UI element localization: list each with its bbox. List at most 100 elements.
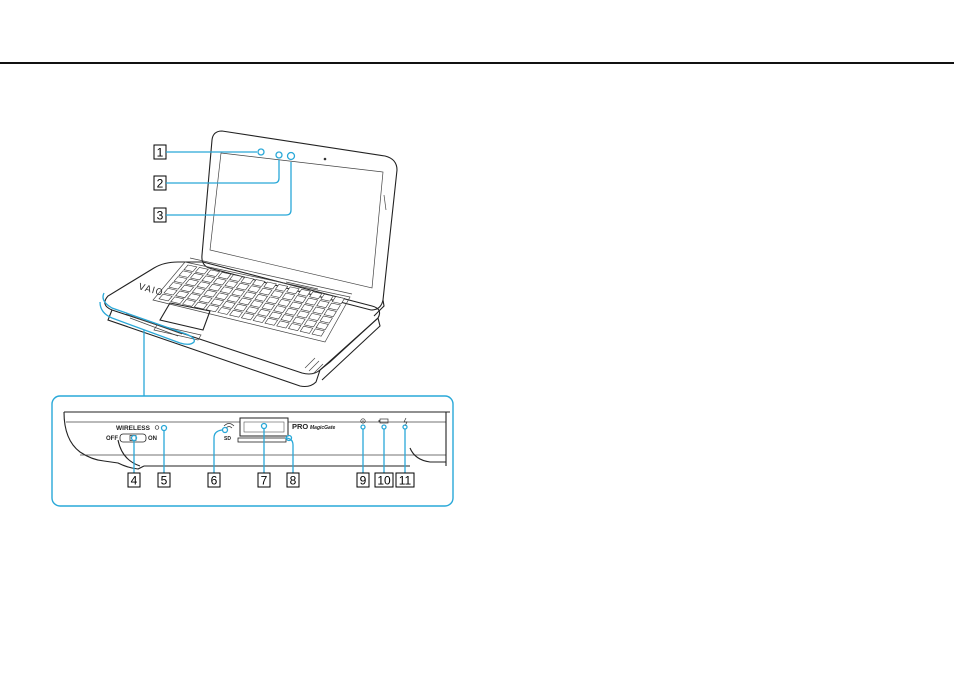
- keyboard-key: [271, 291, 283, 298]
- keyboard-key: [265, 318, 278, 325]
- keyboard-key: [288, 324, 301, 331]
- svg-text:11: 11: [399, 474, 412, 488]
- keyboard-key: [316, 322, 328, 329]
- keyboard-key: [223, 301, 236, 308]
- keyboard-key: [320, 316, 332, 323]
- svg-text:2: 2: [157, 177, 164, 191]
- keyboard-key: [184, 265, 197, 272]
- keyboard-key: [258, 309, 271, 316]
- keyboard-key: [241, 313, 254, 320]
- keyboard-key: [274, 306, 287, 313]
- keyboard-key: [259, 288, 272, 295]
- keyboard-key: [209, 284, 222, 291]
- keyboard-key: [213, 278, 226, 285]
- keyboard-key: [281, 315, 294, 322]
- keyboard-key: [164, 288, 177, 295]
- keyboard-key: [186, 279, 199, 286]
- callout-3: 3: [154, 153, 295, 223]
- svg-text:4: 4: [131, 474, 138, 488]
- keyboard-key: [190, 273, 203, 280]
- vaio-logo: VAIO: [137, 282, 164, 299]
- svg-text:10: 10: [377, 474, 391, 488]
- keyboard-key: [176, 291, 189, 298]
- keyboard-key: [207, 270, 220, 277]
- svg-text:9: 9: [360, 474, 367, 488]
- keyboard-key: [239, 298, 252, 305]
- keyboard-key: [241, 277, 254, 284]
- keyboard-key: [304, 320, 316, 327]
- keyboard-key: [220, 287, 233, 294]
- side-ports: [305, 358, 323, 374]
- keyboard-key: [232, 289, 245, 296]
- switch-on-label: ON: [148, 436, 157, 442]
- keyboard-key: [183, 300, 196, 307]
- keyboard-key: [313, 307, 325, 314]
- laptop-base-side: [320, 318, 380, 380]
- keyboard-key: [236, 283, 249, 290]
- keyboard-key: [300, 326, 312, 333]
- keyboard-key: [174, 277, 187, 284]
- keyboard-key: [218, 308, 231, 315]
- keyboard-key: [169, 283, 182, 290]
- svg-text:5: 5: [161, 474, 168, 488]
- keyboard-key: [278, 299, 290, 306]
- keyboard-key: [250, 301, 263, 308]
- keyboard-key: [293, 317, 305, 324]
- keyboard-key: [243, 292, 256, 299]
- keyboard-keys: [159, 265, 345, 336]
- keyboard-key: [298, 289, 310, 296]
- keyboard-key: [287, 287, 299, 294]
- keyboard-key: [248, 286, 261, 293]
- keyboard-key: [202, 276, 215, 283]
- keyboard-key: [204, 290, 217, 297]
- keyboard-key: [324, 309, 336, 316]
- laptop-screen: [210, 153, 383, 288]
- keyboard-key: [317, 301, 329, 308]
- keyboard-key: [246, 307, 259, 314]
- keyboard-key: [179, 271, 192, 278]
- pro-label: PRO: [292, 422, 308, 431]
- lid-edge-detail: [384, 195, 386, 210]
- keyboard-key: [312, 329, 324, 336]
- sd-label: SD: [224, 436, 231, 442]
- keyboard-key: [285, 308, 297, 315]
- keyboard-key: [282, 293, 294, 300]
- keyboard-key: [225, 281, 238, 288]
- keyboard-key: [309, 313, 321, 320]
- keyboard-key: [269, 312, 282, 319]
- keyboard-key: [234, 304, 247, 311]
- front-edge-slots: [126, 314, 182, 336]
- callout-1: 1: [154, 145, 264, 160]
- sd-card-slot: [238, 438, 286, 442]
- keyboard-key: [328, 303, 340, 310]
- switch-off-label: OFF: [106, 436, 118, 442]
- wireless-label: WIRELESS: [116, 425, 151, 432]
- keyboard-key: [230, 310, 243, 317]
- keyboard-key: [197, 282, 210, 289]
- camera-lens: [324, 158, 327, 161]
- keyboard-key: [266, 297, 279, 304]
- keyboard-key: [211, 299, 224, 306]
- svg-text:6: 6: [211, 474, 218, 488]
- keyboard-key: [192, 288, 205, 295]
- keyboard-key: [301, 304, 313, 311]
- keyboard-key: [297, 311, 309, 318]
- front-panel-zoom: WIRELESS OFF ON SD PRO MagicGate: [52, 396, 453, 506]
- svg-text:7: 7: [261, 474, 268, 488]
- keyboard-key: [195, 267, 208, 274]
- keyboard-key: [216, 293, 229, 300]
- keyboard-key: [199, 296, 212, 303]
- svg-text:1: 1: [157, 146, 164, 160]
- keyboard-key: [255, 294, 268, 301]
- magicgate-label: MagicGate: [310, 425, 336, 431]
- keyboard-key: [305, 298, 317, 305]
- keyboard-key: [253, 316, 266, 323]
- keyboard-key: [252, 280, 265, 287]
- keyboard-key: [262, 303, 275, 310]
- keyboard-key: [187, 294, 200, 301]
- svg-text:3: 3: [157, 209, 164, 223]
- keyboard-key: [227, 295, 240, 302]
- keyboard-key: [290, 302, 302, 309]
- svg-text:8: 8: [290, 474, 297, 488]
